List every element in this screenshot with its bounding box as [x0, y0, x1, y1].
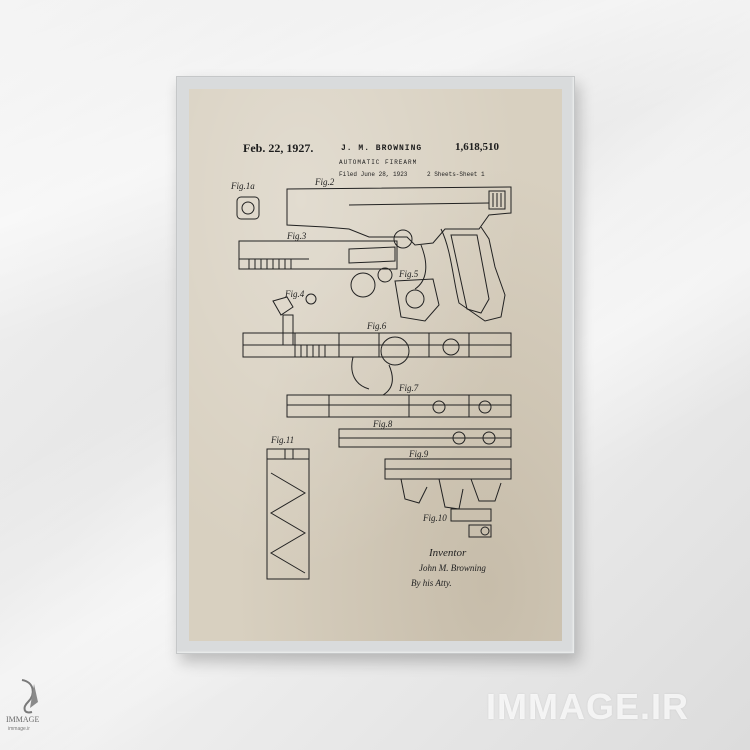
patent-filed: Filed June 28, 1923: [339, 171, 408, 178]
immage-logo-icon: [21, 679, 38, 714]
fig-label-9: Fig.9: [408, 449, 429, 459]
patent-title: AUTOMATIC FIREARM: [339, 159, 418, 166]
signature-name: John M. Browning: [419, 563, 486, 573]
logo-name: IMMAGE: [6, 715, 40, 724]
fig-label-7: Fig.7: [398, 383, 419, 393]
logo-site: immage.ir: [8, 726, 30, 732]
patent-inventor: J. M. BROWNING: [341, 144, 423, 153]
fig-label-11: Fig.11: [270, 435, 294, 445]
fig-label-3: Fig.3: [286, 231, 307, 241]
fig-label-4: Fig.4: [284, 289, 305, 299]
fig-label-1a: Fig.1a: [230, 181, 255, 191]
patent-number: 1,618,510: [455, 141, 499, 153]
patent-print: Feb. 22, 1927. J. M. BROWNING 1,618,510 …: [189, 89, 562, 641]
patent-sheet: 2 Sheets-Sheet 1: [427, 171, 485, 178]
watermark-text: IMMAGE.IR: [486, 686, 689, 727]
fig-label-2: Fig.2: [314, 177, 335, 187]
fig-label-10: Fig.10: [422, 513, 447, 523]
fig-label-6: Fig.6: [366, 321, 387, 331]
fig-label-8: Fig.8: [372, 419, 393, 429]
signature-attorney: By his Atty.: [411, 578, 452, 588]
fig-label-5: Fig.5: [398, 269, 419, 279]
pistol-patent-drawing: Fig.1a Fig.2 Fig.3 Fig.4 Fig.5 Fig.6 Fig…: [230, 177, 512, 580]
signature-label: Inventor: [429, 547, 467, 559]
patent-date: Feb. 22, 1927.: [243, 141, 314, 155]
poster-frame: Feb. 22, 1927. J. M. BROWNING 1,618,510 …: [176, 76, 575, 654]
